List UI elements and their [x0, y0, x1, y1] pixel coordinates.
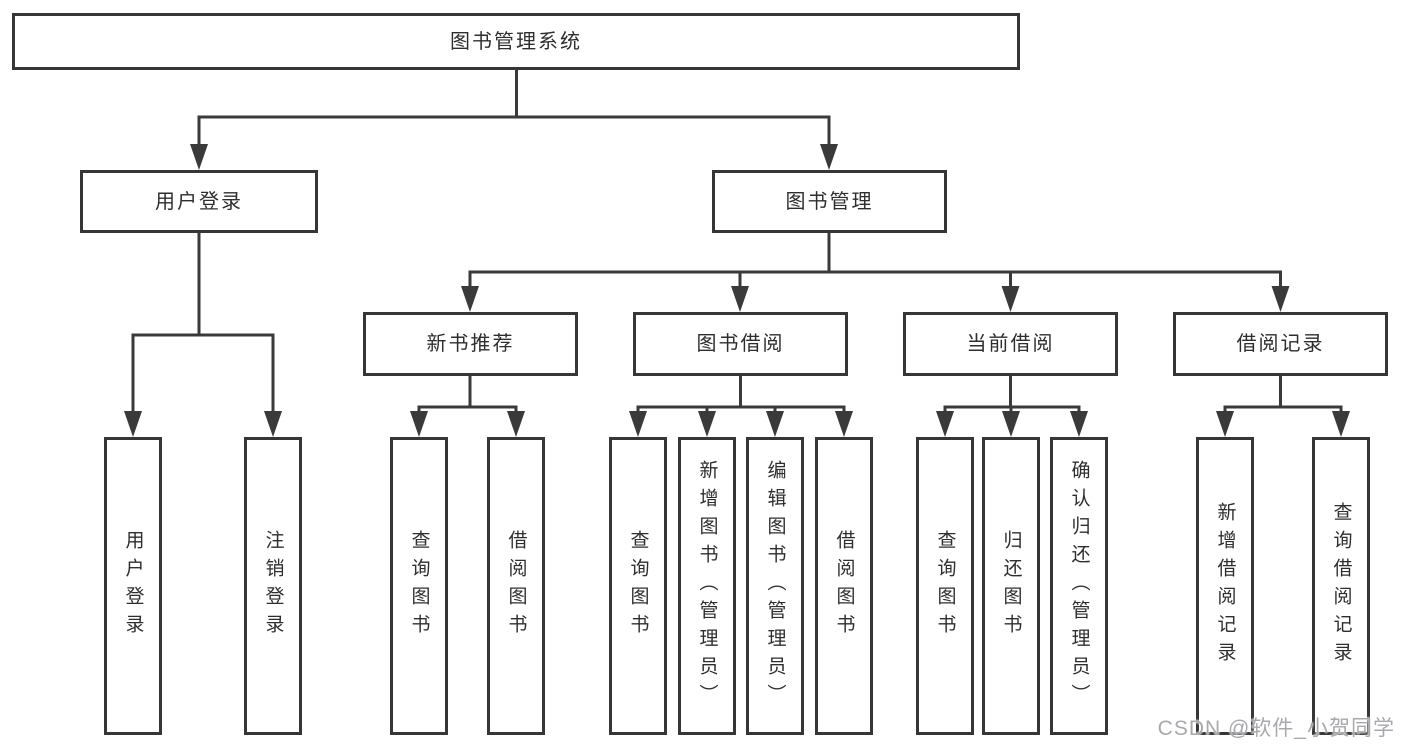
edge-book-management-children	[468, 233, 1282, 288]
node-new-book-recommend: 新书推荐	[363, 312, 578, 376]
leaf-return-book: 归还图书	[982, 437, 1040, 735]
watermark: CSDN @软件_小贺同学	[1157, 717, 1395, 740]
leaf-query-books-current: 查询图书	[916, 437, 974, 735]
node-borrow-records: 借阅记录	[1173, 312, 1388, 376]
node-library-system: 图书管理系统	[12, 13, 1020, 70]
leaf-add-borrow-record: 新增借阅记录	[1196, 437, 1254, 735]
leaf-query-books-recommend: 查询图书	[390, 437, 448, 735]
edge-borrow-records-children	[1223, 376, 1343, 414]
leaf-query-books-borrow: 查询图书	[609, 437, 667, 735]
leaf-confirm-return-admin: 确认归还（管理员）	[1050, 437, 1108, 735]
edge-book-borrow-children	[636, 376, 846, 414]
leaf-add-book-admin: 新增图书（管理员）	[678, 437, 736, 735]
leaf-query-borrow-record: 查询借阅记录	[1312, 437, 1370, 735]
node-book-borrow: 图书借阅	[633, 312, 848, 376]
edge-root-to-level2	[197, 70, 831, 146]
leaf-user-login: 用户登录	[104, 437, 162, 735]
leaf-edit-book-admin: 编辑图书（管理员）	[746, 437, 804, 735]
leaf-logout: 注销登录	[244, 437, 302, 735]
leaf-borrow-books-recommend: 借阅图书	[487, 437, 545, 735]
edge-new-book-recommend-children	[417, 376, 518, 414]
node-current-borrow: 当前借阅	[903, 312, 1118, 376]
edge-current-borrow-children	[943, 376, 1081, 414]
edge-user-login-children	[131, 233, 275, 413]
node-user-login: 用户登录	[80, 170, 318, 233]
leaf-borrow-books: 借阅图书	[815, 437, 873, 735]
node-book-management: 图书管理	[712, 170, 947, 233]
